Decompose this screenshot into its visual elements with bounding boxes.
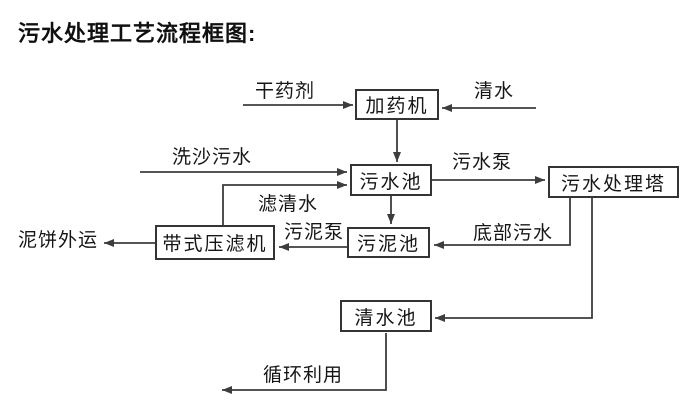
node-clean-water-pool: 清水池 — [340, 300, 432, 332]
node-belt-filter-press: 带式压滤机 — [155, 225, 275, 260]
arrow-tower-to-clean-pool — [435, 198, 593, 322]
arrow-bottom-sewage — [434, 198, 571, 249]
flow-label-filtered-clean-water: 滤清水 — [258, 194, 319, 215]
flow-label-clean-water: 清水 — [474, 81, 515, 102]
node-sewage-pool: 污水池 — [350, 164, 432, 196]
arrow-recycling — [222, 333, 387, 394]
node-treatment-tower: 污水处理塔 — [548, 166, 679, 198]
node-sludge-pool: 污泥池 — [347, 227, 430, 258]
flow-label-sand-washing-sewage: 洗沙污水 — [172, 147, 253, 168]
flow-label-dry-chemical: 干药剂 — [255, 81, 316, 102]
flow-label-mud-cake-outbound: 泥饼外运 — [18, 230, 99, 251]
flow-label-recycling-use: 循环利用 — [263, 365, 344, 386]
page-title: 污水处理工艺流程框图: — [18, 21, 257, 46]
flow-label-bottom-sewage: 底部污水 — [473, 223, 554, 244]
flow-label-sludge-pump: 污泥泵 — [284, 222, 345, 243]
node-dosing-machine: 加药机 — [355, 89, 439, 120]
arrow-filtered-clean-water — [222, 181, 347, 225]
flow-label-sewage-pump: 污水泵 — [452, 152, 513, 173]
